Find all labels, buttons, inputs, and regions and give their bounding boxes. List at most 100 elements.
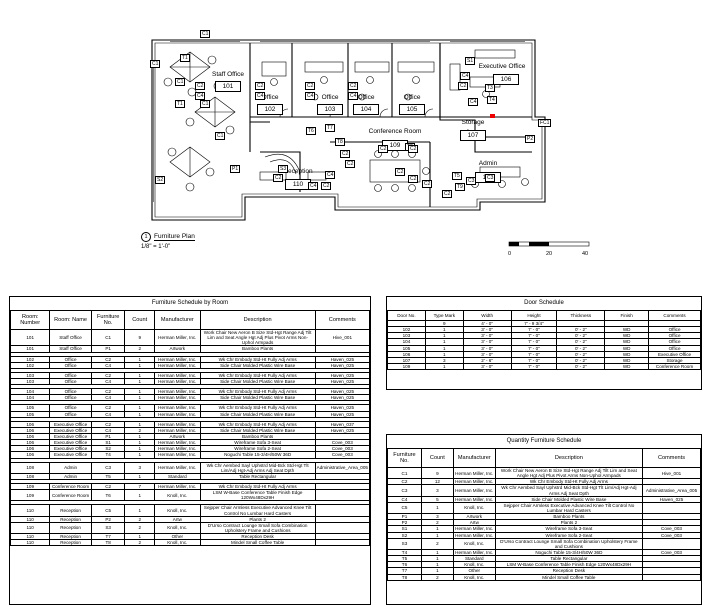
quantity-schedule-cell: Plants 2 bbox=[494, 519, 644, 527]
scale-tick-20: 20 bbox=[546, 251, 553, 257]
door-schedule-cell: Office bbox=[648, 332, 701, 340]
furniture-tag: C4 bbox=[348, 92, 359, 100]
furniture-tag: C4 bbox=[460, 72, 471, 80]
room-schedule-cell: P1 bbox=[90, 432, 126, 441]
plan-title-text: Furniture Plan bbox=[154, 233, 195, 241]
room-schedule-cell: T7 bbox=[90, 533, 126, 541]
furniture-tag: P2 bbox=[525, 135, 536, 143]
room-schedule-cell: Herman Miller, Inc. bbox=[154, 420, 201, 428]
room-schedule-cell: Conference Room bbox=[49, 482, 92, 491]
quantity-schedule-cell: C5 bbox=[387, 501, 422, 515]
room-schedule-cell: Herman Miller, Inc. bbox=[154, 404, 201, 412]
quantity-schedule-cell: Side Chair Molded Plastic Wire Base bbox=[494, 495, 644, 503]
quantity-schedule-cell: C4 bbox=[387, 495, 422, 503]
room-schedule-cell: Mindel Small Coffee Table bbox=[199, 539, 316, 547]
quantity-schedule-cell: C3 bbox=[387, 484, 422, 497]
room-schedule-cell: Wk Chr Aembed Sayl Uphstrd Mid-Bck Std-H… bbox=[199, 461, 316, 474]
furniture-tag: P1 bbox=[230, 165, 241, 173]
room-schedule-cell: 2 bbox=[124, 539, 156, 547]
furniture-tag: C2 bbox=[395, 168, 406, 176]
quantity-schedule-cell: P2 bbox=[387, 519, 422, 527]
room-schedule-cell: Herman Miller, Inc. bbox=[154, 461, 201, 474]
door-schedule-title: Door Schedule bbox=[524, 300, 564, 306]
room-schedule-cell: C4 bbox=[90, 426, 126, 434]
furniture-tag: T3 bbox=[485, 84, 495, 92]
door-schedule-cell: 0' - 2" bbox=[556, 356, 606, 364]
room-schedule-cell: C4 bbox=[90, 377, 126, 386]
room-name-103: Office bbox=[321, 94, 339, 101]
quantity-schedule-cell: Herman Miller, Inc. bbox=[452, 466, 496, 480]
door-schedule-cell: Office bbox=[648, 344, 701, 352]
room-schedule-title: Furniture Schedule by Room bbox=[151, 300, 229, 306]
quantity-schedule-cell: Haven_025 bbox=[642, 495, 701, 503]
room-schedule-cell: Reception bbox=[49, 521, 92, 535]
room-schedule-cell: 1 bbox=[124, 504, 156, 517]
quantity-schedule-cell: Reception Desk bbox=[494, 567, 644, 575]
quantity-schedule-header: Count bbox=[420, 448, 454, 468]
room-schedule-cell: Haven_025 bbox=[314, 371, 371, 379]
room-schedule-cell: Herman Miller, Inc. bbox=[154, 361, 201, 369]
furniture-tag: FC1 bbox=[538, 119, 552, 127]
furniture-tag: C3 bbox=[466, 177, 477, 185]
furniture-tag: C2 bbox=[195, 82, 206, 90]
room-schedule-cell: Herman Miller, Inc. bbox=[154, 355, 201, 363]
room-schedule-cell: 2 bbox=[124, 521, 156, 535]
furniture-tag: C4 bbox=[468, 98, 479, 106]
quantity-schedule-cell: Herman Miller, Inc. bbox=[452, 495, 496, 503]
room-schedule-cell: Knoll, Inc. bbox=[154, 521, 201, 535]
scale-bar: 0 20 40 bbox=[508, 240, 590, 258]
room-schedule-cell: Haven_025 bbox=[314, 377, 371, 386]
furniture-tag: C1 bbox=[215, 132, 226, 140]
quantity-schedule-cell: Noguchi Table 15-3/4H/50W 36D bbox=[494, 548, 644, 557]
scale-tick-40: 40 bbox=[582, 251, 589, 257]
quantity-schedule-cell: T5 bbox=[387, 555, 422, 563]
room-schedule-cell: Knoll, Inc. bbox=[154, 504, 201, 517]
room-schedule-cell: Haven_025 bbox=[314, 355, 371, 363]
room-schedule-cell: C2 bbox=[90, 355, 126, 363]
room-schedule-cell: D'Urso Contract Lounge Small Sofa Combin… bbox=[199, 521, 316, 535]
quantity-schedule-cell: 3 bbox=[420, 484, 454, 497]
quantity-schedule-cell bbox=[642, 573, 701, 581]
room-schedule-cell: Cove_003 bbox=[314, 445, 371, 453]
room-name-101: Staff Office bbox=[212, 71, 244, 78]
room-schedule-cell: Herman Miller, Inc. bbox=[154, 371, 201, 379]
furniture-tag: C1 bbox=[175, 78, 186, 86]
quantity-schedule-cell: 2 bbox=[420, 573, 454, 581]
quantity-schedule-cell: Herman Miller, Inc. bbox=[452, 478, 496, 486]
furniture-tag: C2 bbox=[255, 82, 266, 90]
room-schedule-cell: C3 bbox=[90, 461, 126, 474]
room-schedule-cell: 110 bbox=[9, 539, 51, 547]
quantity-schedule-title: Quantity Furniture Schedule bbox=[506, 438, 582, 444]
room-schedule-cell: Office bbox=[49, 371, 92, 379]
room-schedule-cell: Haven_025 bbox=[314, 410, 371, 418]
quantity-schedule-cell: Mindel Small Coffee Table bbox=[494, 573, 644, 581]
door-schedule-cell: 1 bbox=[424, 332, 464, 340]
quantity-schedule-cell: Cove_003 bbox=[642, 531, 701, 539]
room-schedule-cell: 109 bbox=[9, 489, 51, 502]
room-schedule-cell bbox=[314, 345, 371, 353]
door-schedule-cell: 7' - 0" bbox=[510, 362, 558, 371]
door-schedule-header: Door No. bbox=[387, 310, 426, 321]
quantity-schedule-cell: LSM W-Base Conference Table Finish Edge … bbox=[494, 561, 644, 569]
room-schedule-cell: 110 bbox=[9, 504, 51, 517]
door-schedule-header: Finish bbox=[604, 310, 650, 321]
furniture-tag: C2 bbox=[321, 182, 332, 190]
room-schedule-cell: 1 bbox=[124, 489, 156, 502]
room-schedule-cell: Herman Miller, Inc. bbox=[154, 410, 201, 418]
door-schedule-cell: 3' - 0" bbox=[462, 362, 512, 371]
door-schedule-cell: Storage bbox=[648, 356, 701, 364]
furniture-tag: T7 bbox=[325, 124, 335, 132]
